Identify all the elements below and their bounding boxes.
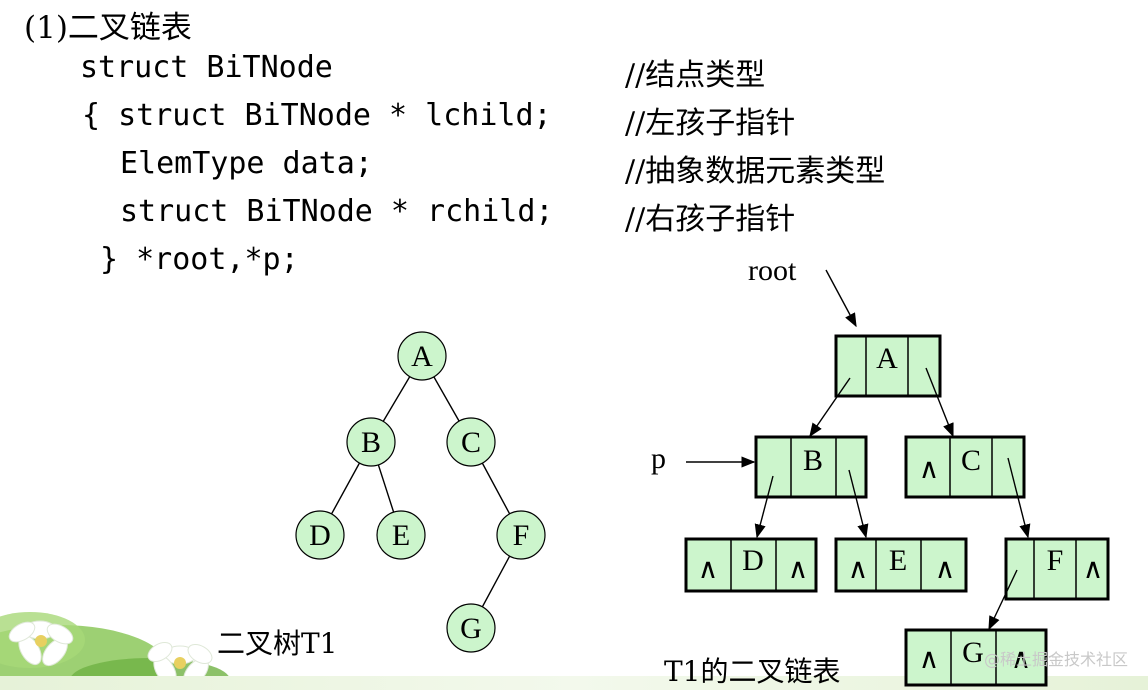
link-node-d — [684, 537, 818, 593]
code-line-4: struct BiTNode * rchild; — [120, 194, 554, 229]
tree-label-e: E — [392, 519, 410, 552]
link-data-e: E — [889, 544, 907, 577]
code-line-1: struct BiTNode — [80, 50, 333, 85]
tree-node-g — [446, 603, 496, 653]
code-line-3: ElemType data; — [120, 146, 373, 181]
tree-label-g: G — [460, 612, 482, 645]
tree-node-d — [295, 510, 345, 560]
link-c-right-arrow — [1007, 457, 1031, 539]
flower-icon — [147, 642, 213, 687]
linked-caption: T1的二叉链表 — [664, 655, 841, 688]
tree-node-f — [496, 510, 546, 560]
null-d-left: ∧ — [698, 554, 719, 585]
null-e-left: ∧ — [848, 554, 869, 585]
tree-node-b — [346, 417, 396, 467]
link-data-b: B — [803, 444, 823, 477]
null-e-right: ∧ — [935, 554, 956, 585]
tree-label-c: C — [461, 426, 481, 459]
p-label: p — [651, 442, 666, 475]
slide-title: (1)二叉链表 — [24, 10, 192, 46]
link-b-left-arrow — [754, 475, 774, 539]
tree-label-b: B — [361, 426, 381, 459]
tree-label-f: F — [513, 519, 530, 552]
comment-line-3: //抽象数据元素类型 — [625, 154, 886, 189]
code-line-5: } *root,*p; — [100, 242, 299, 277]
link-node-g — [904, 628, 1048, 687]
link-data-a: A — [876, 342, 898, 375]
link-a-right-arrow — [925, 367, 954, 438]
link-data-d: D — [742, 544, 764, 577]
tree-label-a: A — [411, 340, 433, 373]
bottom-band — [0, 676, 1148, 690]
code-line-2: { struct BiTNode * lchild; — [82, 98, 552, 133]
watermark: @稀土掘金技术社区 — [983, 650, 1128, 669]
root-arrow — [825, 269, 857, 328]
comment-line-2: //左孩子指针 — [625, 106, 796, 141]
link-data-g: G — [962, 636, 984, 669]
link-data-c: C — [961, 444, 981, 477]
link-node-e — [834, 537, 968, 593]
link-node-a — [834, 334, 942, 398]
null-c-left: ∧ — [919, 454, 940, 485]
null-f-right: ∧ — [1083, 554, 1104, 585]
root-label: root — [748, 254, 797, 287]
link-f-left-arrow — [988, 569, 1018, 631]
comment-line-1: //结点类型 — [625, 58, 766, 93]
link-b-right-arrow — [848, 469, 869, 539]
link-data-f: F — [1047, 544, 1064, 577]
tree-node-e — [376, 510, 426, 560]
null-g-left: ∧ — [919, 644, 940, 675]
tree-node-a — [397, 331, 447, 381]
link-a-left-arrow — [809, 377, 851, 438]
tree-caption: 二叉树T1 — [217, 627, 338, 660]
null-g-right: ∧ — [1011, 644, 1032, 675]
link-node-c — [904, 435, 1026, 499]
tree-node-c — [446, 417, 496, 467]
tree-edges — [319, 355, 522, 629]
tree-label-d: D — [309, 519, 331, 552]
comment-line-4: //右孩子指针 — [625, 202, 796, 237]
null-d-right: ∧ — [788, 554, 809, 585]
flower-icon — [8, 620, 74, 667]
link-node-f — [1004, 537, 1110, 601]
